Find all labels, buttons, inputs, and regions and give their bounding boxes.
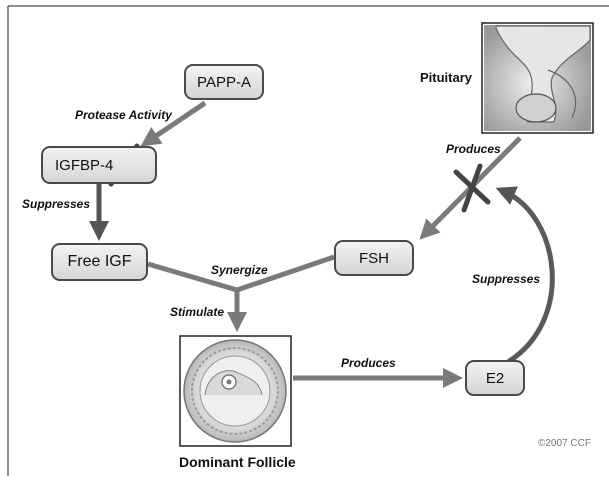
- node-e2: E2: [465, 360, 525, 396]
- pituitary-illustration: [481, 22, 594, 134]
- node-fsh: FSH: [334, 240, 414, 276]
- label-synergize: Synergize: [211, 263, 268, 277]
- label-produces-follicle: Produces: [341, 356, 396, 370]
- node-pappa: PAPP-A: [184, 64, 264, 100]
- label-suppresses-igf: Suppresses: [22, 197, 91, 211]
- label-produces-pituitary: Produces: [446, 142, 501, 156]
- inhibition-x-pituitary: [453, 163, 491, 213]
- caption-dominant-follicle: Dominant Follicle: [179, 454, 296, 470]
- caption-pituitary: Pituitary: [420, 70, 473, 85]
- label-stimulate: Stimulate: [170, 305, 225, 319]
- node-igfbp4: IGFBP-4: [41, 146, 157, 184]
- arrow-freeigf-to-junction: [147, 261, 238, 293]
- label-protease-activity: Protease Activity: [75, 108, 172, 122]
- label-suppresses-e2: Suppresses: [472, 272, 541, 286]
- arrow-pappa-to-igfbp4: [140, 100, 207, 147]
- follicle-illustration: [179, 335, 292, 447]
- node-free-igf: Free IGF: [51, 243, 148, 281]
- copyright-text: ©2007 CCF: [538, 438, 591, 449]
- arrow-fsh-to-junction: [236, 254, 335, 293]
- arrow-e2-suppresses-pituitary: [495, 186, 555, 365]
